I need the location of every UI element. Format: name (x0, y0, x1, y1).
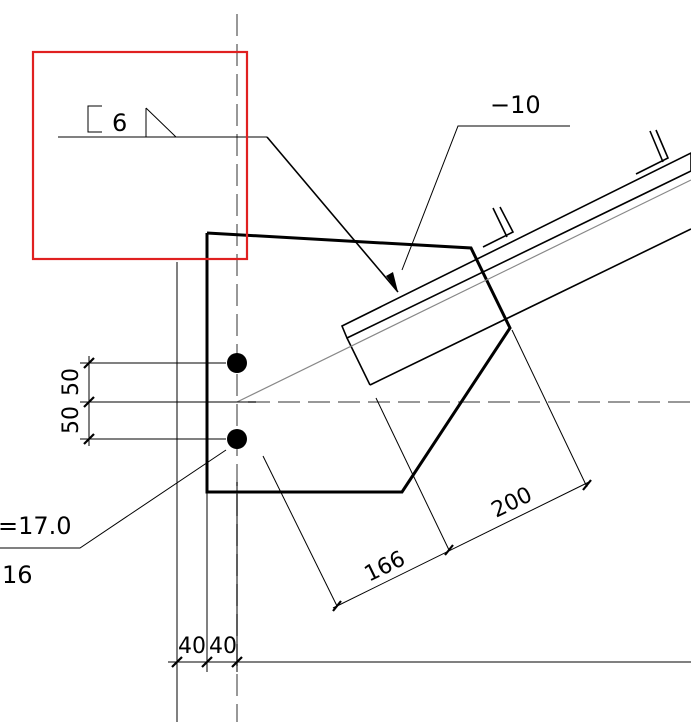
bolt-bottom (227, 429, 247, 449)
left-label-a: =17.0 (0, 512, 72, 540)
dim-vertical-bottom: 50 (59, 406, 84, 434)
plate-thickness-label: −10 (490, 91, 541, 119)
gusset-plate-outline (205, 231, 512, 494)
left-leader (0, 449, 227, 549)
vertical-dimension (80, 356, 256, 446)
inclined-member (236, 129, 691, 403)
weld-leader (266, 136, 399, 293)
diagonal-dimension (262, 329, 592, 612)
dim-diagonal-b: 200 (488, 483, 537, 524)
weld-size-label: 6 (112, 109, 127, 137)
weld-symbol (58, 105, 399, 293)
bolt-top (227, 353, 247, 373)
dim-horizontal-right: 40 (209, 634, 237, 659)
horizontal-dimension (168, 482, 691, 672)
dim-vertical-top: 50 (59, 368, 84, 396)
left-label-b: 16 (2, 561, 33, 589)
highlight-box (31, 50, 249, 261)
plate-leader (401, 125, 570, 271)
dim-horizontal-left: 40 (178, 634, 206, 659)
dim-diagonal-a: 166 (361, 547, 410, 588)
